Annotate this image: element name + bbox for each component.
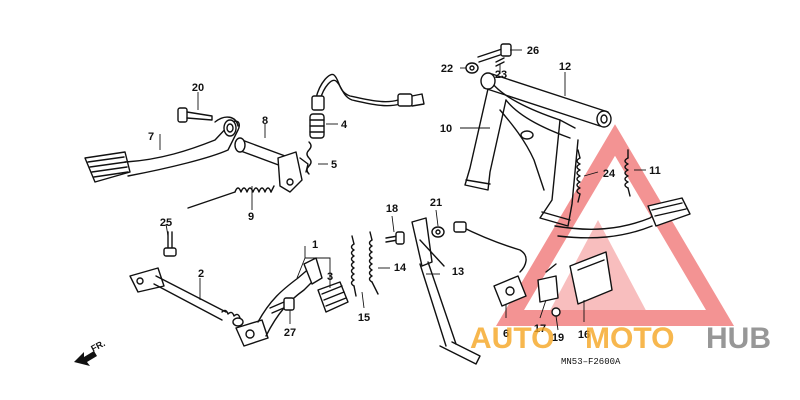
watermark-word-hub: HUB [706, 322, 771, 355]
shift-rubber-3 [317, 281, 349, 313]
stand-spring-24 [576, 149, 581, 203]
callout-15: 15 [358, 312, 370, 324]
bolt-27 [269, 297, 295, 314]
front-direction-label: FR. [89, 338, 106, 354]
watermark-triangle-outer [495, 124, 735, 326]
brake-switch-cable [306, 73, 425, 175]
brake-rod [129, 267, 244, 327]
leader-lines [159, 49, 646, 331]
callout-10: 10 [440, 123, 452, 135]
callout-2: 2 [198, 268, 204, 280]
callout-3: 3 [327, 271, 333, 283]
callout-9: 9 [248, 211, 254, 223]
callout-13: 13 [452, 266, 464, 278]
callout-14: 14 [394, 262, 407, 274]
callout-23: 23 [495, 69, 507, 81]
stand-foot-lever [554, 197, 691, 239]
callout-24: 24 [603, 168, 616, 180]
plate-16 [569, 251, 613, 305]
callout-17: 17 [534, 323, 546, 335]
gear-shift-pedal [235, 257, 323, 347]
bolt-25 [163, 231, 177, 257]
side-stand-spring-14 [368, 231, 379, 295]
side-stand-spring-15 [350, 235, 357, 297]
watermark-word-moto: MOTO [585, 322, 674, 355]
callout-18: 18 [386, 203, 398, 215]
callout-19: 19 [552, 332, 564, 344]
callout-6: 6 [503, 328, 509, 340]
watermark-text: AUTO MOTO HUB [470, 322, 771, 355]
stand-spring-11 [624, 149, 631, 197]
callout-16: 16 [578, 329, 590, 341]
nut-22 [465, 62, 479, 74]
bolt-18 [385, 231, 405, 245]
callout-22: 22 [441, 63, 453, 75]
callout-20: 20 [192, 82, 204, 94]
callout-27: 27 [284, 327, 296, 339]
callout-12: 12 [559, 61, 571, 73]
callout-7: 7 [148, 131, 154, 143]
callout-21: 21 [430, 197, 442, 209]
front-direction-arrow: FR. [74, 338, 107, 366]
stand-pivot-pipe [480, 72, 612, 128]
callout-11: 11 [649, 165, 661, 177]
callout-1: 1 [312, 239, 318, 251]
side-stand-switch [453, 221, 561, 317]
callout-8: 8 [262, 115, 268, 127]
nut-21 [431, 226, 445, 238]
callout-4: 4 [341, 119, 348, 131]
return-spring-9 [187, 185, 275, 209]
callout-25: 25 [160, 217, 172, 229]
main-stand [464, 79, 579, 227]
drawing-code: MN53–F2600A [561, 357, 621, 367]
brake-pedal [84, 116, 240, 183]
callout-26: 26 [527, 45, 539, 57]
bolt-26 [477, 43, 512, 63]
watermark-word-auto: AUTO [470, 322, 554, 355]
callout-5: 5 [331, 159, 337, 171]
side-stand [411, 217, 481, 365]
bolt-20 [177, 107, 213, 123]
brake-pivot-shaft [234, 137, 309, 193]
